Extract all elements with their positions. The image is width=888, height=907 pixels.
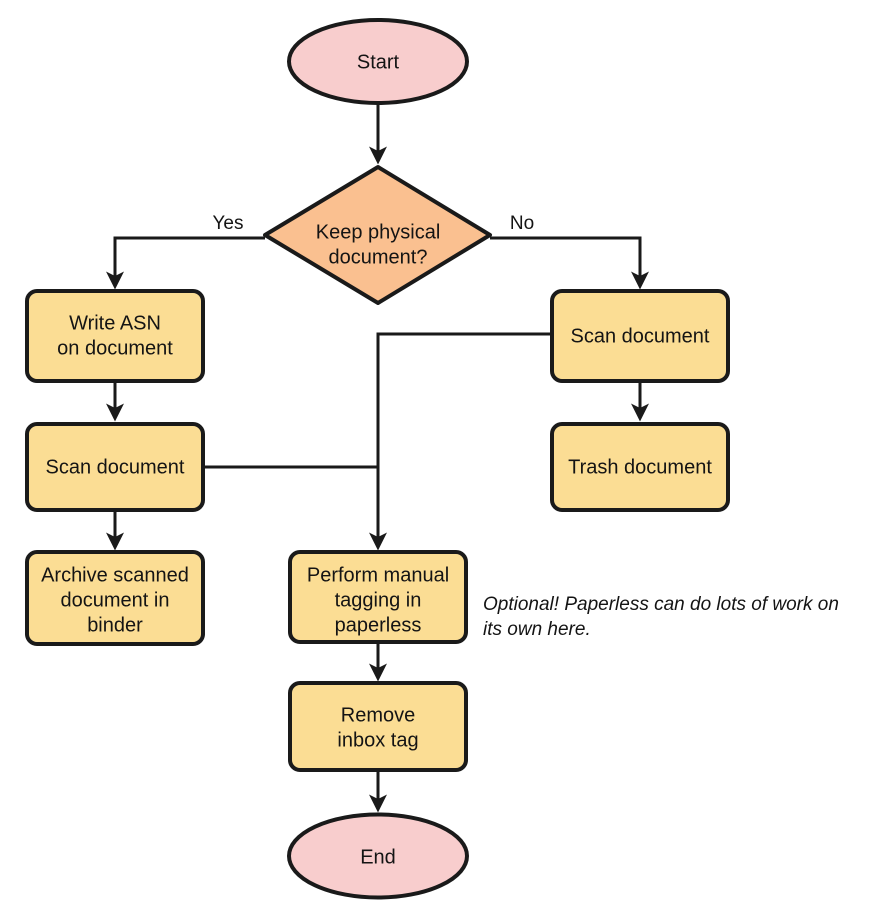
annotation-line1: Optional! Paperless can do lots of work … — [483, 594, 839, 615]
remove-inbox-tag-box — [288, 681, 468, 772]
trash-document-box — [550, 422, 730, 512]
tagging-label-line3: paperless — [335, 614, 422, 636]
edge-scan-right-to-tagging — [369, 332, 552, 551]
start-label: Start — [357, 51, 400, 73]
write-asn-label-line2: on document — [57, 337, 173, 359]
node-write-asn-on-document[interactable]: Write ASN on document — [25, 289, 205, 383]
decision-label-line1: Keep physical — [316, 221, 441, 243]
archive-box — [25, 550, 205, 646]
node-start[interactable]: Start — [287, 18, 469, 105]
scan-document-right-box — [550, 289, 730, 383]
start-ellipse — [287, 18, 469, 105]
tagging-label-line1: Perform manual — [307, 564, 449, 586]
edge-decision-no-to-scan-right — [490, 236, 649, 290]
end-label: End — [360, 846, 396, 868]
node-archive-scanned-document-in-binder[interactable]: Archive scanned document in binder — [25, 550, 205, 646]
archive-label-line2: document in — [61, 589, 170, 611]
scan-document-left-box — [25, 422, 205, 512]
node-remove-inbox-tag[interactable]: Remove inbox tag — [288, 681, 468, 772]
annotation-line2: its own here. — [483, 619, 591, 640]
write-asn-label-line1: Write ASN — [69, 312, 161, 334]
edge-label-no: No — [510, 213, 534, 234]
remove-inbox-tag-label-line1: Remove — [341, 704, 415, 726]
edges — [106, 103, 649, 813]
decision-diamond — [263, 165, 492, 305]
tagging-label-line2: tagging in — [335, 589, 422, 611]
node-end[interactable]: End — [287, 812, 469, 900]
tagging-box — [288, 550, 468, 644]
edge-label-yes: Yes — [213, 213, 244, 234]
annotation-optional-note: Optional! Paperless can do lots of work … — [483, 594, 839, 640]
decision-label-line2: document? — [329, 246, 428, 268]
archive-label-line3: binder — [87, 614, 143, 636]
trash-document-label: Trash document — [568, 456, 712, 478]
edge-decision-yes-to-write-asn — [106, 236, 265, 290]
node-trash-document[interactable]: Trash document — [550, 422, 730, 512]
archive-label-line1: Archive scanned — [41, 564, 189, 586]
node-decision-keep-physical-document[interactable]: Keep physical document? — [263, 165, 492, 305]
scan-document-right-label: Scan document — [571, 325, 710, 347]
node-perform-manual-tagging-in-paperless[interactable]: Perform manual tagging in paperless — [288, 550, 468, 644]
node-scan-document-right[interactable]: Scan document — [550, 289, 730, 383]
scan-document-left-label: Scan document — [46, 456, 185, 478]
node-scan-document-left[interactable]: Scan document — [25, 422, 205, 512]
write-asn-box — [25, 289, 205, 383]
remove-inbox-tag-label-line2: inbox tag — [337, 729, 418, 751]
end-ellipse — [287, 812, 469, 900]
